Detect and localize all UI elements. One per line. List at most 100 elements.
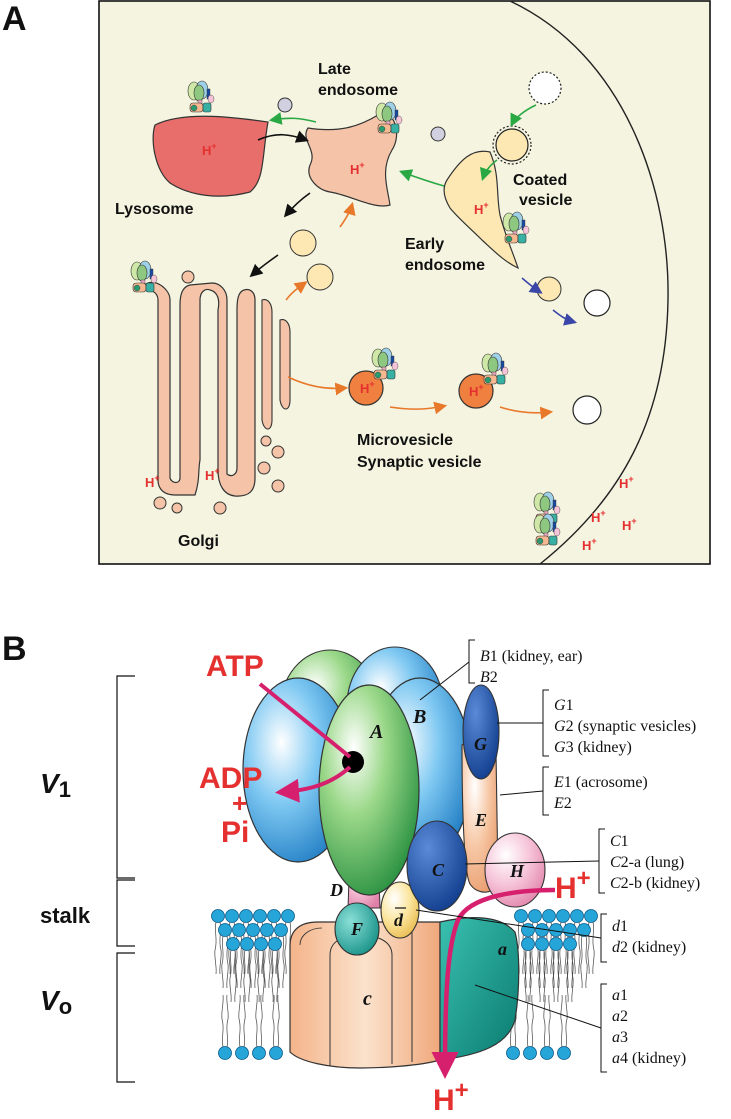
early-endosome-label-line1: Early: [405, 236, 444, 253]
golgi-proton-left: H+: [145, 473, 160, 490]
panel-a-letter: A: [2, 0, 27, 38]
subunit-G-label: G: [474, 734, 487, 754]
panel-b: B V1 stalk Vo c a D F: [2, 630, 700, 1117]
subunit-c-label: c: [363, 988, 372, 1010]
lipid-molecule: [226, 937, 240, 1003]
v1-head: [242, 646, 473, 896]
subunit-H: [484, 832, 546, 908]
subunit-E-label: E: [474, 810, 487, 830]
early-endosome-label-line2: endosome: [405, 257, 485, 274]
v1-sector-label: V1: [40, 768, 71, 802]
isoform-C-line: C2-a (lung): [610, 854, 684, 871]
subunit-A: [318, 684, 420, 896]
lipid-molecule: [549, 937, 563, 1003]
isoform-E-line: E2: [553, 795, 572, 812]
lipid-molecule: [235, 994, 249, 1060]
lipid-molecule: [535, 937, 549, 1003]
early-endosome-proton: H+: [474, 200, 489, 217]
synaptic-proton-1: H+: [360, 379, 375, 396]
microvesicle-label: Microvesicle: [357, 432, 453, 449]
late-endosome-label-line1: Late: [318, 61, 351, 78]
isoform-d-line: d1: [612, 918, 628, 935]
lysosome-proton: H+: [202, 141, 217, 158]
proton-lower: H+: [433, 1077, 469, 1117]
lipid-molecule: [218, 923, 232, 989]
lipid-molecule: [577, 923, 591, 989]
pi-label: Pi: [221, 816, 249, 849]
lipid-molecule: [521, 923, 535, 989]
synaptic-vesicle-label: Synaptic vesicle: [357, 454, 482, 471]
proton-path-arrow: [431, 887, 556, 1079]
isoform-E-line: E1 (acrosome): [553, 774, 648, 791]
adp-arrow: [275, 765, 352, 803]
plus-label: +: [232, 788, 247, 818]
trafficking-arrows: [249, 104, 578, 420]
synaptic-vesicle-1: [348, 370, 384, 406]
lipid-molecule: [246, 923, 260, 989]
golgi-label: Golgi: [178, 533, 219, 550]
proton-upper: H+: [555, 865, 591, 905]
isoform-brackets: [415, 639, 607, 1073]
panel-a: A H+ Lysosome H+ Late endosome Coated ve…: [2, 0, 711, 565]
lipid-molecule: [521, 937, 535, 1003]
atp-arrow: [258, 682, 352, 759]
lipid-molecule: [540, 994, 554, 1060]
lipid-molecule: [563, 937, 577, 1003]
lipid-molecule: [252, 994, 266, 1060]
late-endosome-proton: H+: [350, 160, 365, 177]
lysosome-organelle: [152, 115, 269, 197]
subunit-f: [334, 902, 380, 956]
synaptic-proton-2: H+: [469, 382, 484, 399]
lipid-molecule: [240, 937, 254, 1003]
subunit-d-label: d: [394, 910, 404, 930]
small-vesicle: [277, 97, 293, 113]
subunit-C: [406, 820, 468, 912]
stalk-label: stalk: [40, 903, 91, 928]
isoform-a-line: a3: [612, 1029, 628, 1046]
plasma-membrane: [509, 0, 669, 565]
isoform-C-line: C1: [610, 833, 629, 850]
isoform-B-line: B1 (kidney, ear): [480, 648, 582, 665]
isoform-G-line: G2 (synaptic vesicles): [554, 718, 696, 735]
membrane-pits: [528, 71, 611, 425]
coated-vesicle-label-line1: Coated: [513, 172, 567, 189]
transport-vesicle: [536, 276, 562, 302]
late-endosome-label-line2: endosome: [318, 82, 398, 99]
lipid-molecule: [268, 937, 282, 1003]
subunit-D-label: D: [329, 880, 343, 900]
lipid-molecule: [274, 923, 288, 989]
transport-vesicle: [289, 229, 317, 257]
extracellular-proton: H+: [582, 536, 597, 553]
extracellular-proton: H+: [619, 474, 634, 491]
lipid-molecule: [254, 937, 268, 1003]
lipid-molecule: [260, 923, 274, 989]
isoform-C-line: C2-b (kidney): [610, 875, 700, 892]
isoform-d-line: d2 (kidney): [612, 939, 686, 956]
golgi-proton-right: H+: [205, 466, 220, 483]
extracellular-proton: H+: [591, 508, 606, 525]
subunit-B-label: B: [412, 706, 426, 728]
vo-sector-label: Vo: [40, 985, 72, 1019]
subunit-c-ring: [289, 921, 441, 1069]
atp-label: ATP: [206, 650, 264, 683]
subunit-H-label: H: [509, 861, 525, 881]
panel-b-letter: B: [2, 630, 27, 668]
golgi-stack: [138, 270, 291, 515]
isoform-a-line: a1: [612, 987, 628, 1004]
subunit-C-label: C: [432, 860, 445, 880]
subunit-a: [439, 917, 520, 1061]
lipid-molecule: [232, 923, 246, 989]
lipid-molecule: [535, 923, 549, 989]
small-vesicle: [430, 126, 446, 142]
isoform-a-line: a2: [612, 1008, 628, 1025]
section-brackets: [116, 675, 135, 1083]
lipid-molecule: [218, 994, 232, 1060]
isoform-G-line: G1: [554, 697, 574, 714]
lipid-molecule: [269, 994, 283, 1060]
early-endosome-organelle: [443, 150, 520, 270]
subunit-a-label: a: [498, 939, 507, 959]
isoform-B-line: B2: [480, 669, 498, 686]
subunit-F-label: F: [350, 919, 363, 939]
lipid-molecule: [549, 923, 563, 989]
